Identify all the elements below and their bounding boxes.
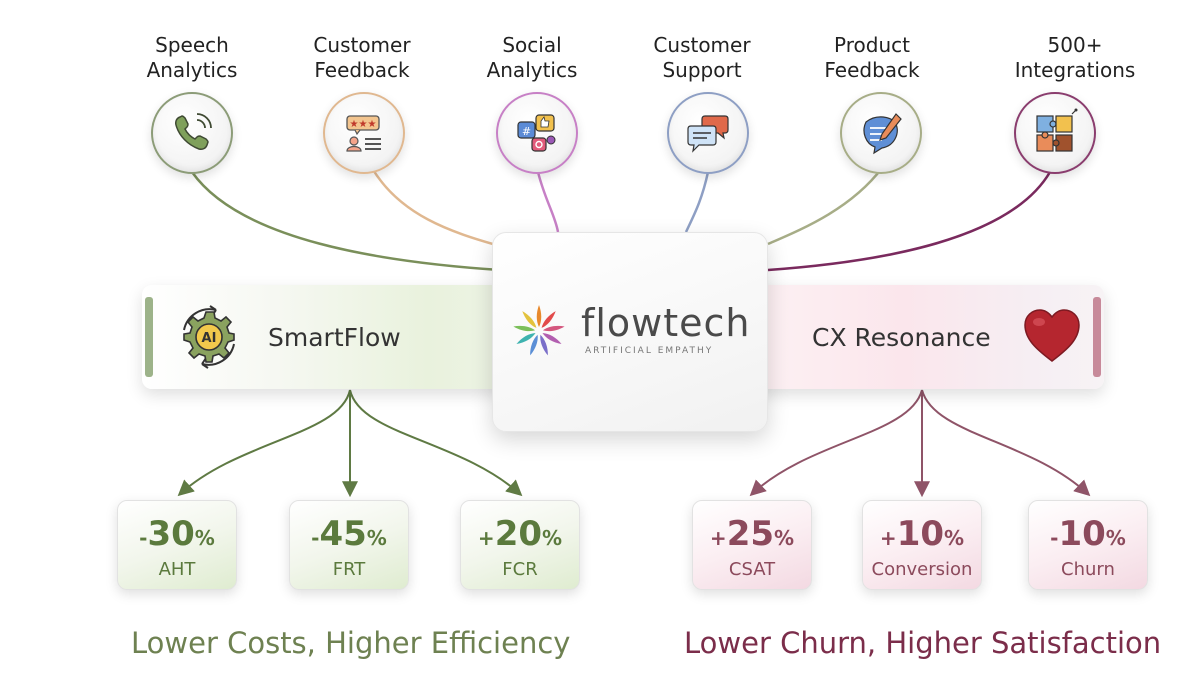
source-circle-social: # (496, 92, 578, 174)
brand-name: flowtech (581, 301, 751, 345)
metric-label: AHT (158, 559, 196, 580)
wire-feedback (370, 167, 501, 248)
metric-label: Conversion (871, 559, 973, 580)
svg-text:AI: AI (202, 331, 217, 346)
source-circle-speech (151, 92, 233, 174)
source-label-integrations: 500+ Integrations (1014, 33, 1136, 82)
cx-resonance-title: CX Resonance (812, 322, 991, 352)
review-stars-icon: ★★★ (346, 115, 381, 152)
flowtech-logo-card: flowtech ARTIFICIAL EMPATHY (492, 232, 768, 432)
source-circle-product (840, 92, 922, 174)
metric-label: Churn (1061, 559, 1115, 580)
metric-label: FCR (502, 559, 538, 580)
source-label-feedback: Customer Feedback (313, 33, 411, 82)
smartflow-bar: AI SmartFlow (142, 285, 522, 389)
metric-label: FRT (332, 559, 366, 580)
svg-text:#: # (522, 125, 531, 138)
metric-card-frt: -45% FRT (289, 500, 409, 590)
wire-social (536, 171, 560, 233)
metric-card-fcr: +20% FCR (460, 500, 580, 590)
arrow-aht (177, 389, 351, 497)
metric-value: -30% (139, 514, 215, 554)
source-label-speech: Speech Analytics (146, 33, 238, 82)
smartflow-title: SmartFlow (268, 322, 401, 352)
svg-text:★★★: ★★★ (350, 119, 377, 130)
source-circle-feedback: ★★★ (323, 92, 405, 174)
metric-label: CSAT (728, 559, 776, 580)
metric-value: +25% (709, 514, 795, 554)
source-label-social: Social Analytics (486, 33, 578, 82)
source-circle-support (667, 92, 749, 174)
right-tagline: Lower Churn, Higher Satisfaction (684, 626, 1162, 660)
metric-value: +20% (477, 514, 563, 554)
metric-value: +10% (879, 514, 965, 554)
arrow-churn (921, 389, 1091, 497)
notepad-pen-icon (863, 113, 902, 155)
phone-icon (175, 113, 212, 150)
flowtech-logo-icon (513, 305, 565, 356)
left-tagline: Lower Costs, Higher Efficiency (131, 626, 571, 660)
metric-value: -45% (311, 514, 387, 554)
wire-support (684, 171, 710, 233)
chat-bubbles-icon (687, 115, 729, 153)
metric-card-churn: -10% Churn (1028, 500, 1148, 590)
brand-tagline: ARTIFICIAL EMPATHY (585, 346, 714, 356)
metric-card-conversion: +10% Conversion (862, 500, 982, 590)
metric-card-csat: +25% CSAT (692, 500, 812, 590)
source-label-support: Customer Support (653, 33, 751, 82)
metric-value: -10% (1050, 514, 1126, 554)
metric-card-aht: -30% AHT (117, 500, 237, 590)
puzzle-icon (1036, 108, 1078, 152)
source-label-product: Product Feedback (824, 33, 920, 82)
heart-icon (1022, 307, 1082, 365)
cx-resonance-bar: CX Resonance (740, 285, 1104, 389)
source-circle-integrations (1014, 92, 1096, 174)
wire-product (767, 167, 883, 246)
wire-integrations (767, 171, 1052, 272)
arrow-csat (749, 389, 923, 497)
wire-speech (190, 171, 501, 272)
social-media-icon: # (517, 114, 556, 152)
ai-gear-icon: AI (172, 300, 246, 374)
